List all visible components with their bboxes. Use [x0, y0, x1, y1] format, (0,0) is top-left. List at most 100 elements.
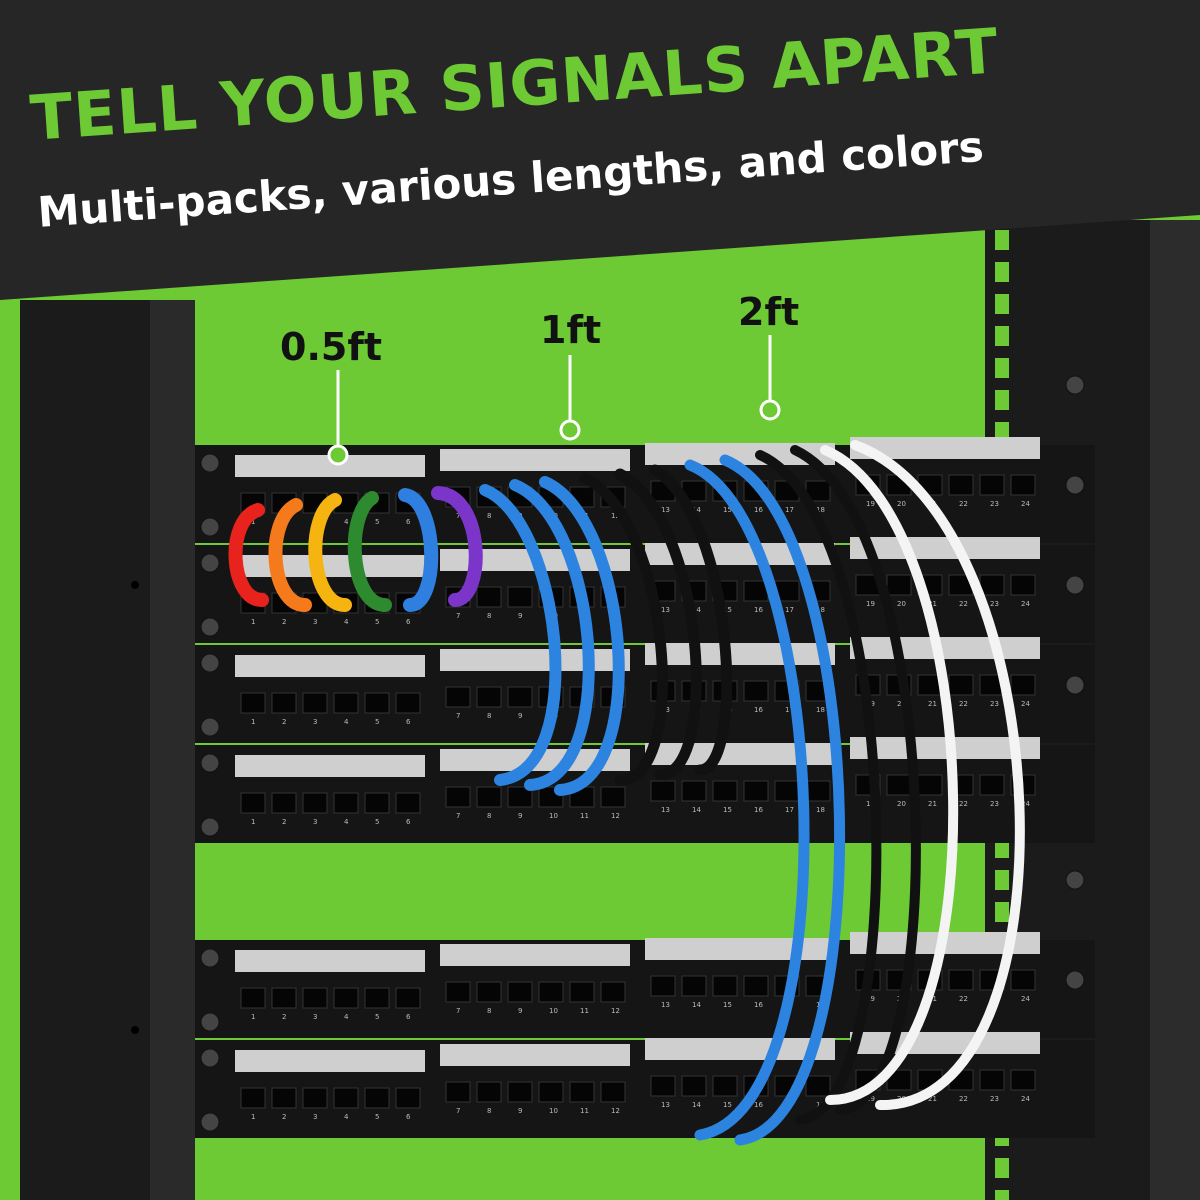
port-number: 18: [816, 606, 825, 614]
rj45-port: [600, 981, 626, 1003]
port-number: 4: [344, 718, 349, 726]
rj45-port: [538, 981, 564, 1003]
port-number: 8: [487, 1107, 491, 1115]
port-number: 14: [692, 1001, 701, 1009]
length-callouts: 0.5ft 1ft 2ft: [280, 290, 799, 466]
port-number: 4: [344, 1013, 349, 1021]
rj45-port: [364, 987, 390, 1009]
rj45-port: [476, 981, 502, 1003]
port-number: 24: [1021, 500, 1030, 508]
rack-slot: [995, 358, 1009, 378]
port-number: 24: [1021, 995, 1030, 1003]
rj45-port: [333, 987, 359, 1009]
port-number: 19: [866, 1095, 875, 1103]
rj45-port: [681, 780, 707, 802]
rack-slot: [995, 1190, 1009, 1200]
rack-slot: [200, 1190, 214, 1200]
label-strip: [235, 655, 425, 677]
port-number: 14: [692, 606, 701, 614]
rj45-port: [1010, 574, 1036, 596]
rack-slot: [995, 326, 1009, 346]
label-strip: [850, 1032, 1040, 1054]
port-number: 7: [456, 712, 460, 720]
rack-slot: [995, 390, 1009, 410]
port-number: 13: [661, 806, 670, 814]
port-number: 17: [785, 606, 794, 614]
rj45-port: [364, 692, 390, 714]
cable-blue-2ft-a: [684, 459, 810, 1141]
port-number: 1: [251, 618, 255, 626]
rj45-port: [805, 780, 831, 802]
port-number: 17: [785, 706, 794, 714]
port-number: 9: [518, 1007, 522, 1015]
rj45-port: [1010, 474, 1036, 496]
port-number: 21: [928, 1095, 937, 1103]
cable-blue-short: [398, 488, 439, 612]
rj45-port: [302, 692, 328, 714]
cable-blue-1ft-b: [509, 479, 595, 791]
rack-slot: [995, 294, 1009, 314]
label-strip: [440, 944, 630, 966]
port-number: 3: [313, 718, 317, 726]
port-number: 19: [866, 995, 875, 1003]
port-number: 9: [518, 1107, 522, 1115]
port-number: 22: [959, 1095, 968, 1103]
rack-slot: [200, 872, 214, 892]
rj45-port: [1010, 674, 1036, 696]
label-strip: [850, 537, 1040, 559]
port-number: 18: [816, 506, 825, 514]
port-number: 6: [406, 618, 411, 626]
length-label-2ft: 2ft: [738, 290, 799, 334]
rack-screw: [1065, 870, 1085, 890]
cable-purple: [431, 486, 483, 607]
port-number: 24: [1021, 1095, 1030, 1103]
cable-black-2ft-a: [755, 450, 882, 1125]
port-number: 16: [754, 706, 763, 714]
rj45-port: [569, 981, 595, 1003]
rack-slot: [995, 1158, 1009, 1178]
port-number: 3: [313, 1113, 317, 1121]
port-number: 8: [487, 812, 491, 820]
port-number: 15: [723, 1101, 732, 1109]
port-number: 1: [251, 1013, 255, 1021]
rj45-port: [507, 686, 533, 708]
rj45-port: [302, 987, 328, 1009]
label-strip: [440, 649, 630, 671]
rj45-port: [979, 774, 1005, 796]
port-number: 15: [723, 1001, 732, 1009]
rj45-port: [395, 792, 421, 814]
port-number: 10: [549, 812, 558, 820]
port-number: 8: [487, 512, 491, 520]
port-number: 23: [990, 800, 999, 808]
rj45-port: [271, 987, 297, 1009]
rj45-port: [333, 792, 359, 814]
rack-screw: [200, 653, 220, 673]
port-number: 3: [313, 618, 317, 626]
rack-slot: [995, 230, 1009, 250]
rj45-port: [476, 586, 502, 608]
port-number: 6: [406, 1013, 411, 1021]
port-number: 14: [692, 506, 701, 514]
rj45-port: [1010, 969, 1036, 991]
label-strip: [645, 543, 835, 565]
rj45-port: [743, 975, 769, 997]
port-number: 19: [866, 800, 875, 808]
port-number: 15: [723, 806, 732, 814]
port-number: 23: [990, 600, 999, 608]
rack-slot: [995, 902, 1009, 922]
port-number: 19: [866, 600, 875, 608]
rj45-port: [948, 674, 974, 696]
rj45-port: [979, 574, 1005, 596]
length-label-1ft: 1ft: [540, 308, 601, 352]
port-number: 13: [661, 1001, 670, 1009]
label-strip: [440, 449, 630, 471]
port-number: 1: [251, 818, 255, 826]
rj45-port: [476, 1081, 502, 1103]
cables: [228, 440, 1025, 1146]
rj45-port: [979, 474, 1005, 496]
rack-screw: [200, 1012, 220, 1032]
rj45-port: [271, 792, 297, 814]
port-number: 13: [661, 1101, 670, 1109]
